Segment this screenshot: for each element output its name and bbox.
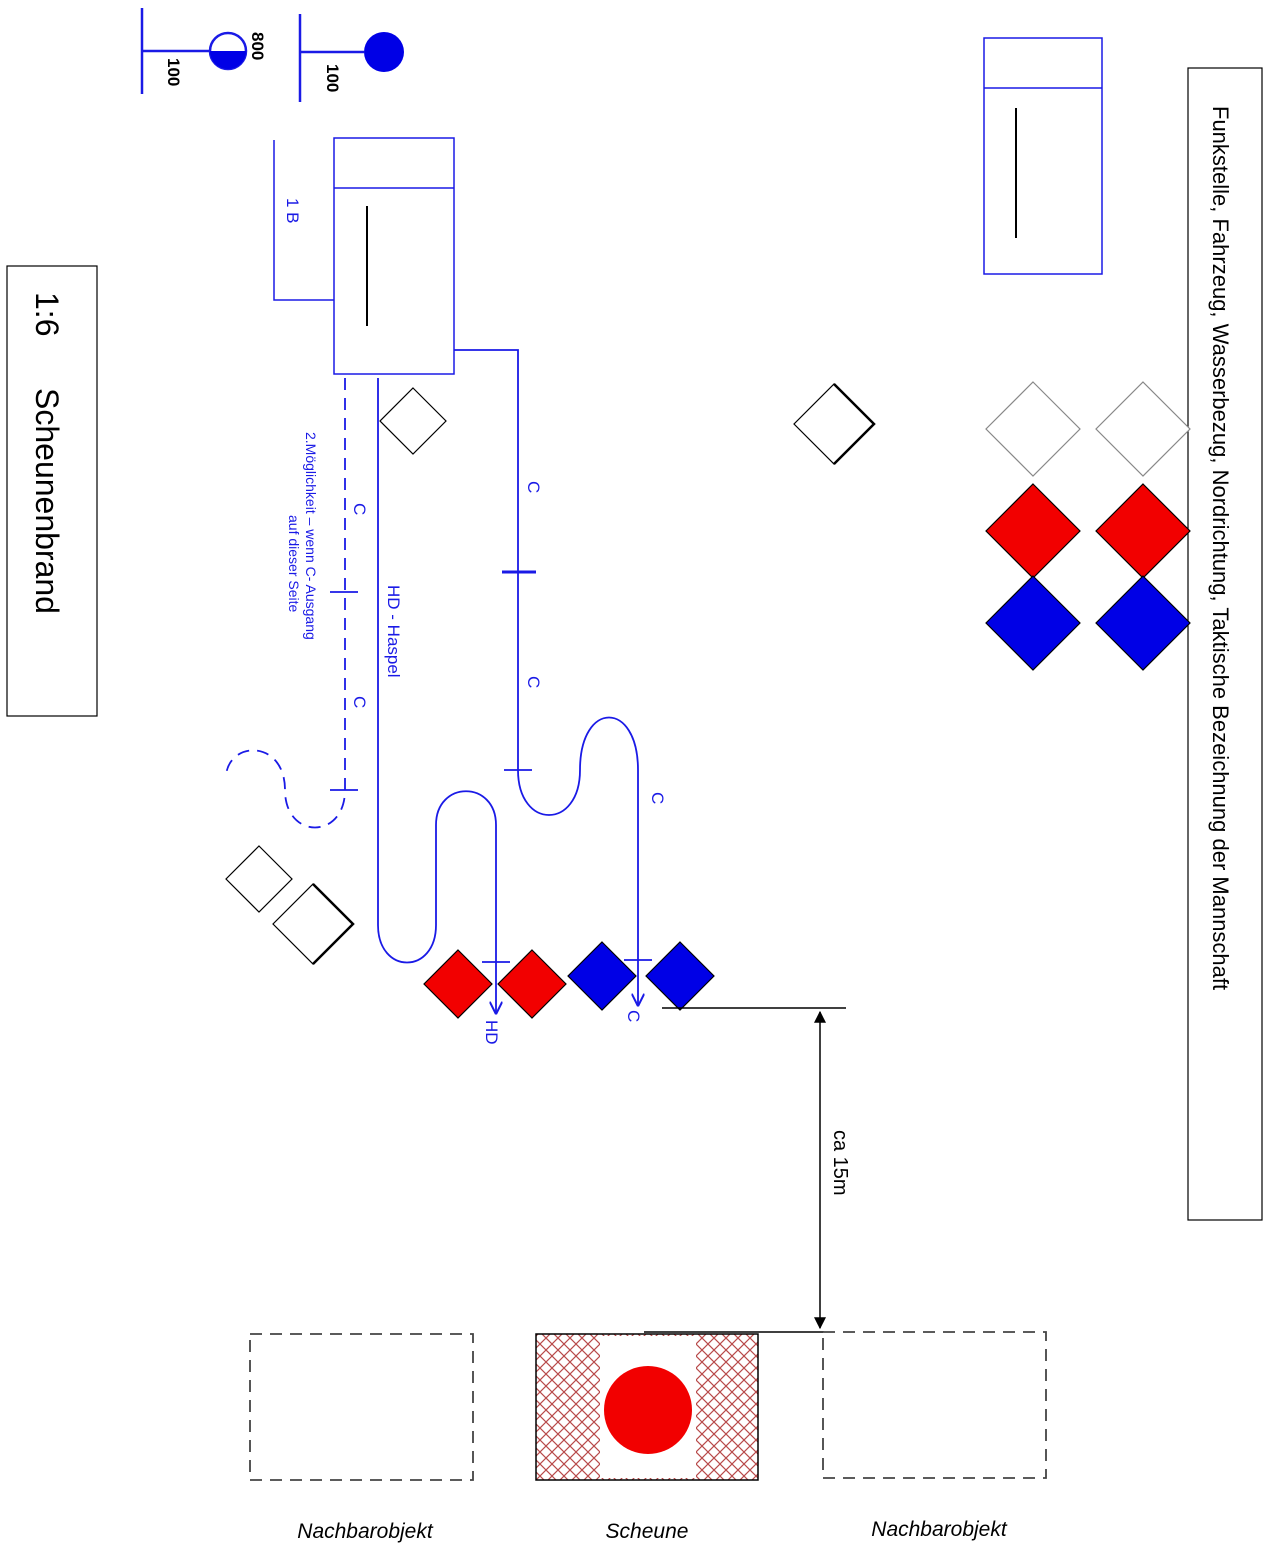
alternative-hose-line — [225, 378, 358, 829]
building-neighbor-right — [822, 1331, 1047, 1479]
crew-diamond-red — [1095, 483, 1191, 579]
crew-label: 1 B — [283, 198, 302, 224]
hydrant-half-bottom-label: 100 — [164, 58, 183, 86]
c-nozzle-label: C — [624, 1010, 643, 1022]
fire-icon — [604, 1366, 692, 1454]
legend-box: Funkstelle, Fahrzeug, Wasserbezug, Nordr… — [1187, 67, 1263, 1221]
alternative-note-line2: auf dieser Seite — [286, 515, 302, 612]
c-label-1: C — [524, 481, 543, 493]
crew-diamonds-left — [225, 845, 355, 965]
hydrant-full-bottom-label: 100 — [323, 64, 342, 92]
building-label-right: Nachbarobjekt — [871, 1518, 1008, 1541]
crew-diamond-blue — [1095, 575, 1191, 671]
c-label-3: C — [648, 792, 667, 804]
crew-diamond-white — [985, 381, 1081, 477]
legend-text: Funkstelle, Fahrzeug, Wasserbezug, Nordr… — [1208, 106, 1233, 990]
distance-dimension — [644, 1007, 846, 1333]
hd-reel-label: HD - Haspel — [384, 585, 403, 678]
building-label-center: Scheune — [606, 1520, 689, 1543]
crew-diamond-white — [225, 845, 293, 913]
crew-diamonds-reserve — [985, 381, 1191, 671]
building-barn — [535, 1333, 759, 1481]
crew-diamond-blue — [645, 941, 715, 1011]
crew-diamond-red — [497, 949, 567, 1019]
crew-diamond-blue — [567, 941, 637, 1011]
hd-hose-line — [377, 378, 510, 1013]
hd-nozzle-label: HD — [482, 1020, 501, 1045]
c-label-2: C — [524, 676, 543, 688]
crew-diamond-red — [985, 483, 1081, 579]
alt-c-label-2: C — [350, 696, 369, 708]
crew-diamond-white — [272, 883, 354, 965]
crew-diamond-white — [793, 383, 875, 465]
building-neighbor-left — [249, 1333, 474, 1481]
distance-label: ca 15m — [829, 1130, 851, 1196]
alt-c-label-1: C — [350, 503, 369, 515]
crew-diamonds-attack — [423, 941, 715, 1019]
alternative-note-line1: 2.Möglichkeit – wenn C- Ausgang — [303, 432, 319, 640]
vehicle-second — [983, 37, 1103, 275]
scale-label: 1:6 — [29, 292, 65, 336]
building-label-left: Nachbarobjekt — [297, 1520, 434, 1543]
c-hose-line — [454, 349, 652, 1005]
crew-diamonds-vehicle — [379, 383, 876, 465]
crew-bracket: 1 B — [273, 140, 334, 301]
crew-diamond-white — [1095, 381, 1191, 477]
hydrant-half-top-label: 800 — [248, 32, 267, 60]
vehicle-main — [333, 137, 455, 375]
title-box: 1:6 Scheunenbrand — [6, 265, 98, 717]
title-label: Scheunenbrand — [29, 388, 65, 614]
crew-diamond-white — [379, 387, 447, 455]
crew-diamond-blue — [985, 575, 1081, 671]
hydrant-half-symbol: 800 100 — [140, 8, 267, 94]
crew-diamond-red — [423, 949, 493, 1019]
hydrant-full-symbol: 100 — [298, 14, 404, 102]
